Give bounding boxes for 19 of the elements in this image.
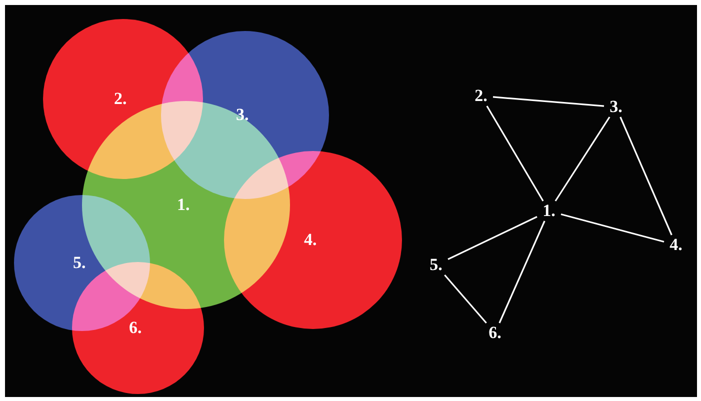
connector-line [492,96,604,107]
circle-label: 2. [114,89,127,109]
connector-line [560,213,664,243]
circle-label: 1. [177,195,190,215]
connector-line [444,274,487,324]
connector-line [448,216,538,260]
graph-node-label: 2. [469,86,493,106]
graph-node-label: 3. [604,97,628,117]
circle-label: 4. [304,230,317,250]
graph-node-label: 4. [664,235,688,255]
connector-line [554,116,610,202]
connector-line [486,106,544,202]
circle-label: 5. [73,253,86,273]
connector-line [620,116,672,236]
graph-node-label: 5. [424,255,448,275]
connector-line [498,220,546,324]
circle-label: 6. [129,318,142,338]
graph-node-label: 6. [483,323,507,343]
graph-node-label: 1. [537,201,561,221]
